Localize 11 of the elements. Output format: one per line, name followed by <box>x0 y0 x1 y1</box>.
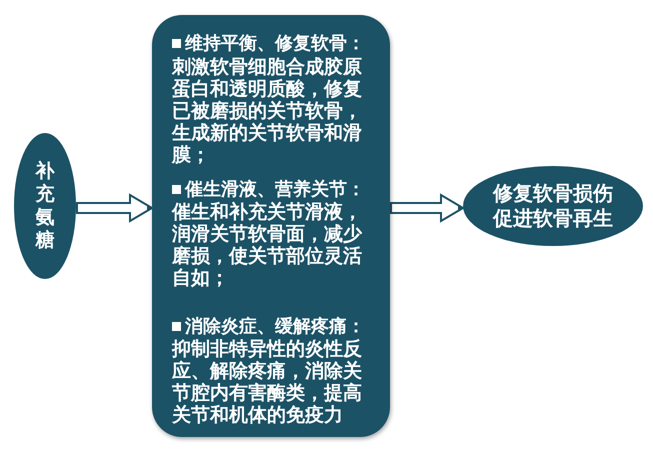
hollow-arrow <box>390 193 465 223</box>
section-text: 催生和补充关节滑液，润滑关节软骨面，减少磨损，使关节部位灵活自如； <box>172 201 364 289</box>
hollow-arrow <box>76 193 154 223</box>
section-heading: 催生滑液、营养关节： <box>185 179 365 200</box>
section-text: 刺激软骨细胞合成胶原蛋白和透明质酸，修复已被磨损的关节软骨，生成新的关节软骨和滑膜； <box>172 56 363 166</box>
section-heading: 消除炎症、缓解疼痛： <box>185 316 365 337</box>
node-label: 修复软骨损伤促进软骨再生 <box>492 181 614 231</box>
section-heading: 维持平衡、修复软骨： <box>185 33 365 54</box>
section-text: 抑制非特异性的炎性反应、解除疼痛，消除关节腔内有害酶类，提高关节和机体的免疫力 <box>172 338 363 426</box>
rounded-panel <box>152 15 390 437</box>
node-label: 补充氨糖 <box>34 160 56 252</box>
